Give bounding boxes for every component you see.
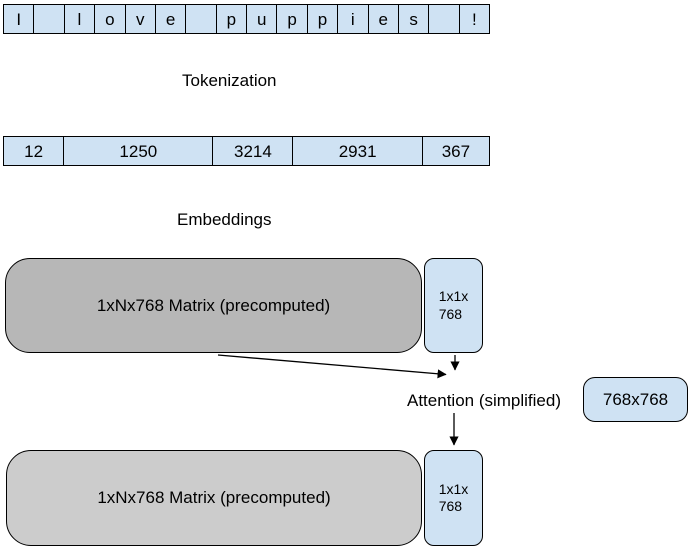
character-cell: I xyxy=(4,5,35,33)
character-cell: ! xyxy=(471,9,477,29)
character-cell: s xyxy=(399,5,430,33)
token-id-cell: 3214 xyxy=(213,137,294,165)
embedding-matrix-label: 1xNx768 Matrix (precomputed) xyxy=(97,488,331,507)
embedding-matrix-box-top: 1xNx768 Matrix (precomputed) xyxy=(5,258,422,353)
character-cell xyxy=(186,5,217,33)
character-cell: p xyxy=(217,5,247,33)
embeddings-label: Embeddings xyxy=(177,210,272,229)
arrow-matrix-to-attention xyxy=(217,354,447,379)
character-cell: e xyxy=(369,5,399,33)
embedding-matrix-label: 1xNx768 Matrix (precomputed) xyxy=(96,295,331,315)
token-id-row: 12 1250 3214 2931 367 xyxy=(3,136,490,166)
token-id-cell: 2931 xyxy=(293,137,423,165)
tokenization-label: Tokenization xyxy=(182,71,277,90)
character-cell: u xyxy=(247,5,278,33)
attention-label: Attention (simplified) xyxy=(407,391,562,410)
vector-label-line2: 768 xyxy=(438,305,463,322)
token-id-cell: 1250 xyxy=(64,137,214,165)
character-cell: o xyxy=(95,5,126,33)
character-cell: e xyxy=(156,5,187,33)
token-id-cell: 12 xyxy=(4,137,65,165)
vector-label-line2: 768 xyxy=(438,498,463,514)
token-id-cell: 367 xyxy=(441,141,471,161)
character-cell: p xyxy=(308,5,339,33)
vector-box-top: 1x1x 768 xyxy=(424,258,483,353)
character-cell xyxy=(34,5,65,33)
embedding-matrix-box-bottom: 1xNx768 Matrix (precomputed) xyxy=(6,450,422,546)
vector-box-bottom: 1x1x 768 xyxy=(424,450,483,546)
attention-matrix-label: 768x768 xyxy=(602,389,669,409)
vector-label-line1: 1x1x xyxy=(438,480,469,497)
character-cell: i xyxy=(338,5,369,33)
vector-label-line1: 1x1x xyxy=(438,288,469,304)
character-cell: p xyxy=(277,5,308,33)
character-cell: v xyxy=(126,5,156,33)
character-token-row: I l o v e p u p p i e s ! xyxy=(3,4,490,34)
character-cell: l xyxy=(65,5,96,33)
character-cell xyxy=(429,5,460,33)
attention-matrix-box: 768x768 xyxy=(583,377,688,422)
